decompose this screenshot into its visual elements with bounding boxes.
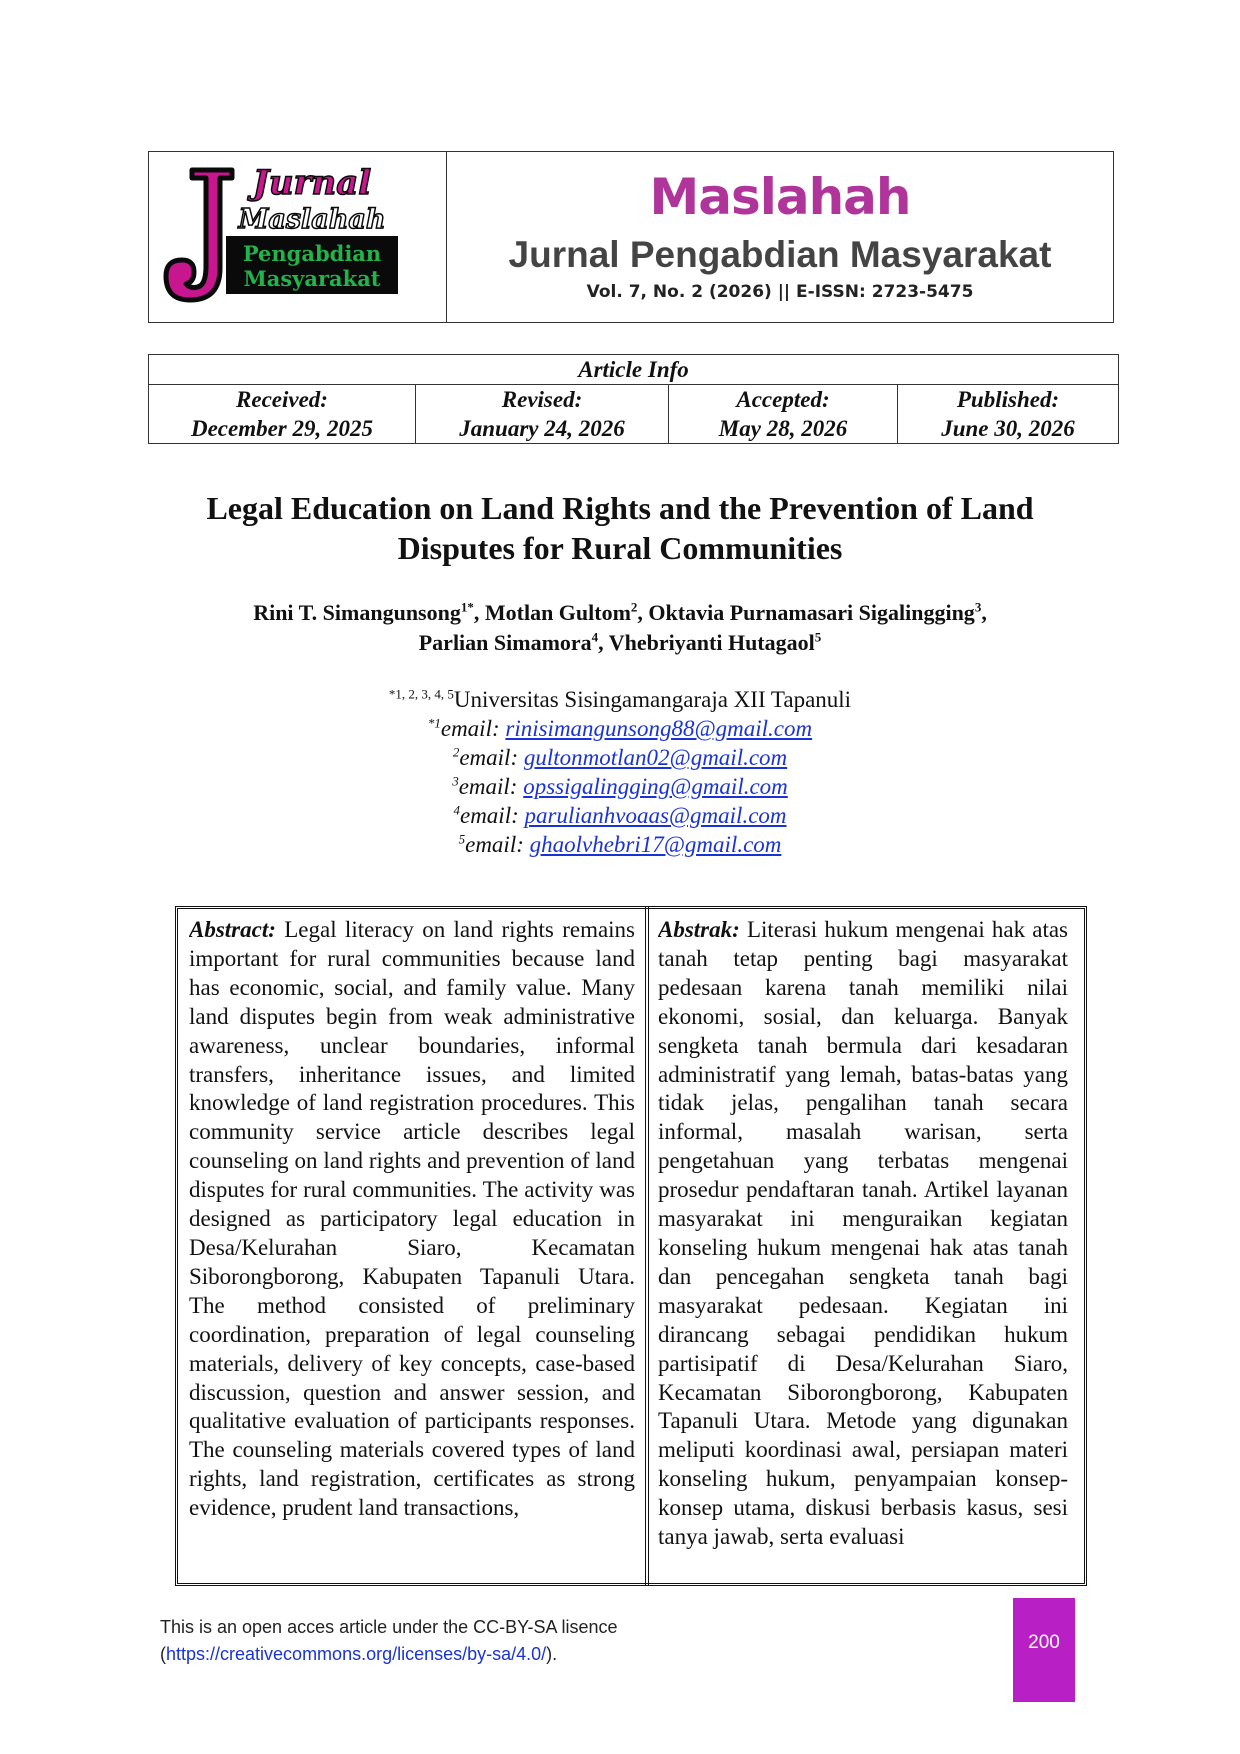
author-sep: , — [637, 600, 649, 625]
abstrak-text: Literasi hukum mengenai hak atas tanah t… — [658, 917, 1068, 1550]
author-name: Parlian Simamora — [418, 630, 592, 655]
license-link[interactable]: https://creativecommons.org/licenses/by-… — [166, 1644, 547, 1664]
accepted-date: May 28, 2026 — [718, 416, 848, 441]
logo-word-top: Jurnal — [247, 163, 371, 203]
abstract-indonesian: Abstrak: Literasi hukum mengenai hak ata… — [658, 916, 1068, 1578]
logo-j-shape — [163, 167, 235, 303]
email-label: email: — [465, 832, 530, 857]
revised-label: Revised: — [501, 387, 583, 412]
affiliation-line: *1, 2, 3, 4, 5Universitas Sisingamangara… — [150, 685, 1090, 714]
logo-line2: Masyarakat — [243, 266, 380, 291]
journal-header-box — [148, 151, 1114, 323]
license-text: This is an open acces article under the … — [160, 1617, 618, 1637]
article-title: Legal Education on Land Rights and the P… — [150, 488, 1090, 568]
header-divider — [446, 151, 447, 323]
revised-date: January 24, 2026 — [459, 416, 625, 441]
email-sup: 2 — [452, 744, 460, 760]
logo-line1: Pengabdian — [243, 241, 381, 266]
email-sup: 4 — [453, 802, 460, 818]
page-number-badge: 200 — [1013, 1598, 1075, 1702]
email-link[interactable]: gultonmotlan02@gmail.com — [523, 745, 788, 770]
journal-subtitle: Jurnal Pengabdian Masyarakat — [508, 234, 1052, 275]
article-title-line2: Disputes for Rural Communities — [397, 530, 843, 566]
author-sep: , — [473, 600, 485, 625]
email-line: 5email: ghaolvhebri17@gmail.com — [150, 830, 1090, 859]
author-sep: , — [598, 630, 609, 655]
email-sup: 5 — [458, 831, 466, 847]
author-sup: 3 — [974, 599, 982, 615]
received-label: Received: — [236, 387, 328, 412]
email-label: email: — [459, 745, 524, 770]
published-label: Published: — [956, 387, 1060, 412]
paren-open: ( — [160, 1644, 166, 1664]
journal-logo: Jurnal Maslahah Pengabdian Masyarakat — [163, 162, 398, 303]
author-line1: Rini T. Simangunsong1*, Motlan Gultom2, … — [150, 598, 1090, 628]
license-link-line: (https://creativecommons.org/licenses/by… — [160, 1641, 860, 1668]
journal-name: Maslahah — [649, 168, 911, 226]
published-date: June 30, 2026 — [941, 416, 1075, 441]
author-sup: 4 — [591, 629, 599, 645]
author-sup: 1* — [460, 599, 474, 615]
author-sep: , — [981, 600, 987, 625]
affiliation-name: Universitas Sisingamangaraja XII Tapanul… — [453, 687, 852, 712]
article-title-line1: Legal Education on Land Rights and the P… — [206, 490, 1034, 526]
logo-black-band — [226, 236, 398, 294]
author-name: Vhebriyanti Hutagaol — [608, 630, 815, 655]
email-label: email: — [458, 774, 524, 799]
abstrak-label: Abstrak: — [658, 917, 740, 942]
email-label: email: — [440, 716, 506, 741]
received-date: December 29, 2025 — [190, 416, 374, 441]
published-cell: Published: June 30, 2026 — [897, 384, 1119, 444]
email-line: 2email: gultonmotlan02@gmail.com — [150, 743, 1090, 772]
abstract-column-divider — [645, 906, 649, 1586]
email-link[interactable]: opssigalingging@gmail.com — [523, 774, 788, 799]
email-label: email: — [459, 803, 525, 828]
email-link[interactable]: parulianhvoaas@gmail.com — [524, 803, 787, 828]
author-line2: Parlian Simamora4, Vhebriyanti Hutagaol5 — [150, 628, 1090, 658]
email-sup: 3 — [452, 773, 459, 789]
abstract-box — [175, 906, 1087, 1586]
received-cell: Received: December 29, 2025 — [148, 384, 416, 444]
author-name: Oktavia Purnamasari Sigalingging — [648, 600, 975, 625]
email-link[interactable]: rinisimangunsong88@gmail.com — [505, 716, 813, 741]
email-line: 3email: opssigalingging@gmail.com — [150, 772, 1090, 801]
author-name: Rini T. Simangunsong — [253, 600, 461, 625]
author-list: Rini T. Simangunsong1*, Motlan Gultom2, … — [150, 598, 1090, 658]
article-info-heading: Article Info — [148, 354, 1119, 385]
author-sup: 5 — [814, 629, 822, 645]
abstract-label: Abstract: — [189, 917, 276, 942]
affiliation-sup: *1, 2, 3, 4, 5 — [388, 686, 454, 702]
affiliation-block: *1, 2, 3, 4, 5Universitas Sisingamangara… — [150, 685, 1090, 859]
author-sup: 2 — [630, 599, 638, 615]
email-line: 4email: parulianhvoaas@gmail.com — [150, 801, 1090, 830]
article-info-table: Article Info Received: December 29, 2025… — [148, 354, 1119, 444]
accepted-cell: Accepted: May 28, 2026 — [668, 384, 898, 444]
abstract-english: Abstract: Legal literacy on land rights … — [189, 916, 635, 1578]
paren-close: ). — [546, 1644, 558, 1664]
email-line: *1email: rinisimangunsong88@gmail.com — [150, 714, 1090, 743]
accepted-label: Accepted: — [736, 387, 830, 412]
abstract-text: Legal literacy on land rights remains im… — [189, 917, 635, 1521]
email-sup: *1 — [427, 715, 441, 731]
email-link[interactable]: ghaolvhebri17@gmail.com — [529, 832, 782, 857]
revised-cell: Revised: January 24, 2026 — [415, 384, 669, 444]
license-footer: This is an open acces article under the … — [160, 1614, 860, 1668]
author-name: Motlan Gultom — [484, 600, 631, 625]
journal-volume-issn: Vol. 7, No. 2 (2026) || E-ISSN: 2723-547… — [586, 282, 974, 302]
logo-word-mid: Maslahah — [237, 204, 385, 235]
